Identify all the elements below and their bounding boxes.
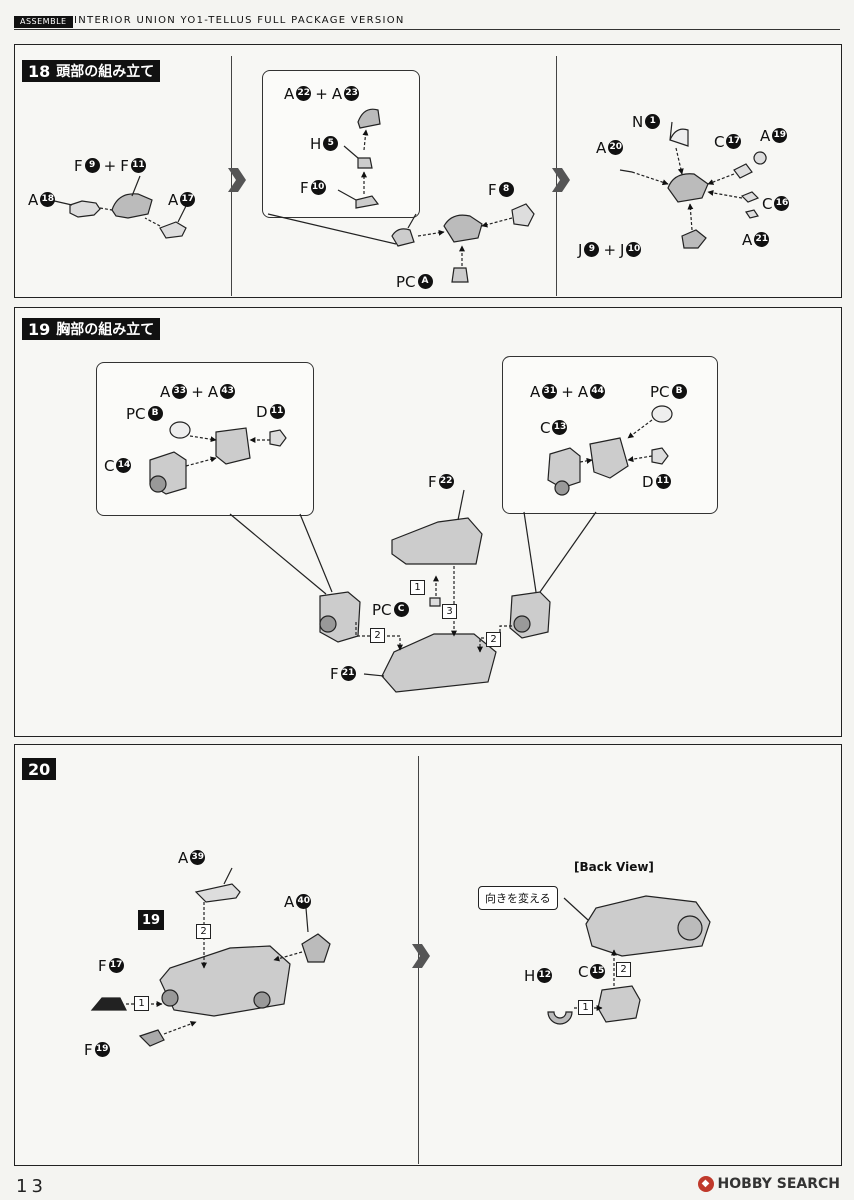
- step20-badge: 20: [22, 758, 57, 780]
- back-view-label: [Back View]: [574, 860, 654, 874]
- watermark-text: HOBBY SEARCH: [717, 1176, 840, 1192]
- step20-divider: [418, 756, 419, 1164]
- step20-right-box-1: 1: [578, 1000, 593, 1015]
- step19-inset-right: [502, 356, 718, 514]
- step18-title: 頭部の組み立て: [56, 64, 155, 80]
- step19-title: 胸部の組み立て: [56, 322, 155, 338]
- rotate-callout: 向きを変える: [478, 886, 558, 910]
- step18-badge: 18 頭部の組み立て: [22, 60, 161, 82]
- order-box-3: 3: [442, 604, 457, 619]
- step19-badge: 19 胸部の組み立て: [22, 318, 161, 340]
- step20-box-1: 1: [134, 996, 149, 1011]
- step20-box-2: 2: [196, 924, 211, 939]
- step18-divider-1: [231, 56, 232, 296]
- header-tag: ASSEMBLE: [14, 16, 73, 28]
- step20-right-box-2: 2: [616, 962, 631, 977]
- header-rule: [14, 29, 840, 30]
- order-box-2-left: 2: [370, 628, 385, 643]
- step20-panel: [14, 744, 842, 1166]
- step18-divider-2: [556, 56, 557, 296]
- page-header: ASSEMBLE INTERIOR UNION YO1-TELLUS FULL …: [14, 14, 840, 30]
- header-title: INTERIOR UNION YO1-TELLUS FULL PACKAGE V…: [74, 15, 405, 26]
- page-number: 13: [16, 1176, 47, 1197]
- ref-step-19: 19: [138, 910, 165, 930]
- step18-number: 18: [28, 61, 51, 81]
- order-box-1: 1: [410, 580, 425, 595]
- order-box-2-right: 2: [486, 632, 501, 647]
- step20-number: 20: [28, 759, 51, 779]
- step19-number: 19: [28, 319, 51, 339]
- step18-panel: [14, 44, 842, 298]
- watermark-logo-icon: ◆: [697, 1176, 714, 1192]
- watermark: ◆ HOBBY SEARCH: [697, 1176, 840, 1192]
